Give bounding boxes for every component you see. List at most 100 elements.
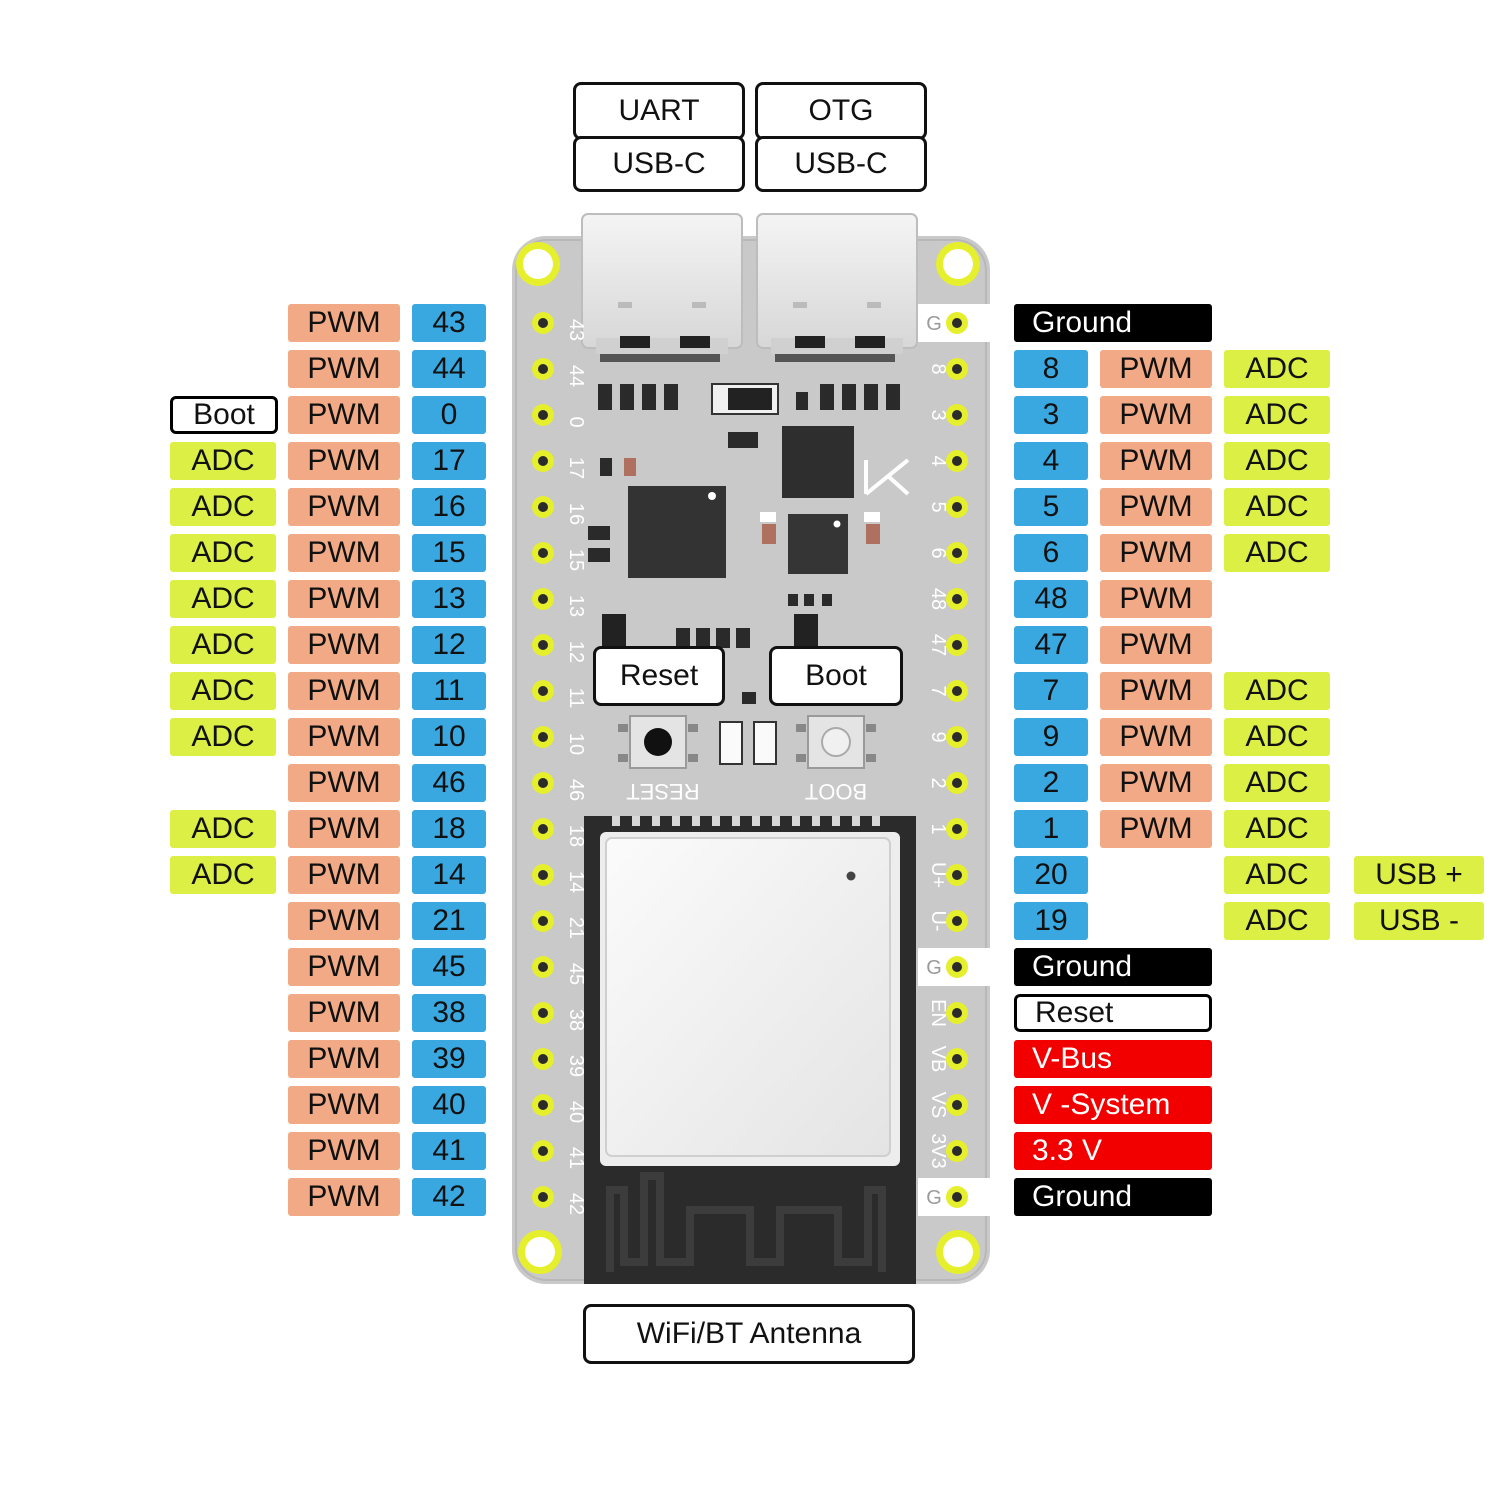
silk-label-right-5: 5 (927, 501, 949, 512)
gpio-label-11: 11 (412, 672, 486, 710)
adc-label-3: ADC (1224, 396, 1330, 434)
gpio-label-2: 2 (1014, 764, 1088, 802)
reset-pushbutton-icon (618, 715, 698, 769)
pwm-label-41: PWM (288, 1132, 400, 1170)
silk-label-left-11: 11 (565, 688, 587, 709)
adc-label-10: ADC (170, 718, 276, 756)
adc-label-11: ADC (170, 672, 276, 710)
antenna-label: WiFi/BT Antenna (583, 1304, 915, 1364)
pwm-label-6: PWM (1100, 534, 1212, 572)
pin-pad-left-44 (532, 358, 554, 380)
pwm-label-9: PWM (1100, 718, 1212, 756)
pwm-label-1: PWM (1100, 810, 1212, 848)
silk-label-right-2: 2 (927, 777, 949, 788)
silk-label-right-20: U+ (927, 862, 949, 888)
usb-c-uart-icon (581, 213, 743, 354)
pin-pad-right-3 (946, 404, 968, 426)
pwm-label-5: PWM (1100, 488, 1212, 526)
power-label-power-16: V-Bus (1014, 1040, 1212, 1078)
power-label-power-17: V -System (1014, 1086, 1212, 1124)
adc-label-9: ADC (1224, 718, 1330, 756)
gpio-label-38: 38 (412, 994, 486, 1032)
silk-label-right-47: 47 (927, 634, 949, 656)
pwm-label-8: PWM (1100, 350, 1212, 388)
adc-label-16: ADC (170, 488, 276, 526)
gpio-label-20: 20 (1014, 856, 1088, 894)
silk-label-left-17: 17 (565, 457, 587, 479)
pin-pad-right-EN-15 (946, 1002, 968, 1024)
silk-label-right-3: 3 (927, 409, 949, 420)
pin-pad-right-G-0 (946, 312, 968, 334)
gpio-label-8: 8 (1014, 350, 1088, 388)
gpio-label-1: 1 (1014, 810, 1088, 848)
adc-label-20: ADC (1224, 856, 1330, 894)
adc-label-2: ADC (1224, 764, 1330, 802)
silk-label-ground: G (926, 957, 942, 979)
pwm-label-46: PWM (288, 764, 400, 802)
gpio-label-5: 5 (1014, 488, 1088, 526)
silk-label-left-12: 12 (565, 641, 587, 663)
pwm-label-2: PWM (1100, 764, 1212, 802)
silk-label-right-1: 1 (927, 823, 949, 834)
led-icon (719, 721, 777, 765)
adc-label-18: ADC (170, 810, 276, 848)
silk-label-left-16: 16 (565, 503, 587, 525)
silk-label-ground: G (926, 313, 942, 335)
pin-pad-left-13 (532, 588, 554, 610)
logo-icon (864, 458, 910, 496)
pin-pad-left-38 (532, 1002, 554, 1024)
gpio-label-41: 41 (412, 1132, 486, 1170)
usb-label-19: USB - (1354, 902, 1484, 940)
adc-label-1: ADC (1224, 810, 1330, 848)
pwm-label-17: PWM (288, 442, 400, 480)
connector-label-otg: OTG (755, 82, 927, 140)
pin-pad-left-12 (532, 634, 554, 656)
silk-label-right-3V3-18: 3V3 (927, 1133, 949, 1169)
pin-pad-right-6 (946, 542, 968, 564)
pwm-label-21: PWM (288, 902, 400, 940)
silk-label-left-15: 15 (565, 549, 587, 571)
gpio-label-14: 14 (412, 856, 486, 894)
silk-boot-label: BOOT (805, 779, 867, 804)
boot-pin-label: Boot (170, 396, 278, 434)
pwm-label-4: PWM (1100, 442, 1212, 480)
pin-pad-left-11 (532, 680, 554, 702)
gpio-label-47: 47 (1014, 626, 1088, 664)
boot-pushbutton-icon (796, 715, 876, 769)
connector-type-uart: USB-C (573, 136, 745, 192)
gpio-label-21: 21 (412, 902, 486, 940)
gpio-label-39: 39 (412, 1040, 486, 1078)
silk-label-left-13: 13 (565, 595, 587, 617)
pin-pad-left-21 (532, 910, 554, 932)
silk-label-right-VS-17: VS (927, 1092, 949, 1119)
adc-label-6: ADC (1224, 534, 1330, 572)
gpio-label-7: 7 (1014, 672, 1088, 710)
silk-label-right-7: 7 (927, 685, 949, 696)
pin-pad-left-41 (532, 1140, 554, 1162)
pin-pad-right-7 (946, 680, 968, 702)
silk-label-left-44: 44 (565, 365, 587, 387)
pwm-label-16: PWM (288, 488, 400, 526)
pin-pad-left-18 (532, 818, 554, 840)
gpio-label-45: 45 (412, 948, 486, 986)
pin-pad-right-48 (946, 588, 968, 610)
gpio-label-16: 16 (412, 488, 486, 526)
pin-pad-left-42 (532, 1186, 554, 1208)
gpio-label-44: 44 (412, 350, 486, 388)
mount-hole-bl-icon (518, 1230, 562, 1274)
pwm-label-12: PWM (288, 626, 400, 664)
silk-label-right-9: 9 (927, 731, 949, 742)
adc-label-4: ADC (1224, 442, 1330, 480)
pin-pad-left-40 (532, 1094, 554, 1116)
pin-pad-right-3V3-18 (946, 1140, 968, 1162)
pwm-label-11: PWM (288, 672, 400, 710)
pwm-label-48: PWM (1100, 580, 1212, 618)
pwm-label-42: PWM (288, 1178, 400, 1216)
boot-button-callout: Boot (769, 646, 903, 706)
silk-label-left-40: 40 (565, 1101, 587, 1123)
gpio-label-17: 17 (412, 442, 486, 480)
pin-pad-right-9 (946, 726, 968, 748)
connector-label-uart: UART (573, 82, 745, 140)
pwm-label-47: PWM (1100, 626, 1212, 664)
